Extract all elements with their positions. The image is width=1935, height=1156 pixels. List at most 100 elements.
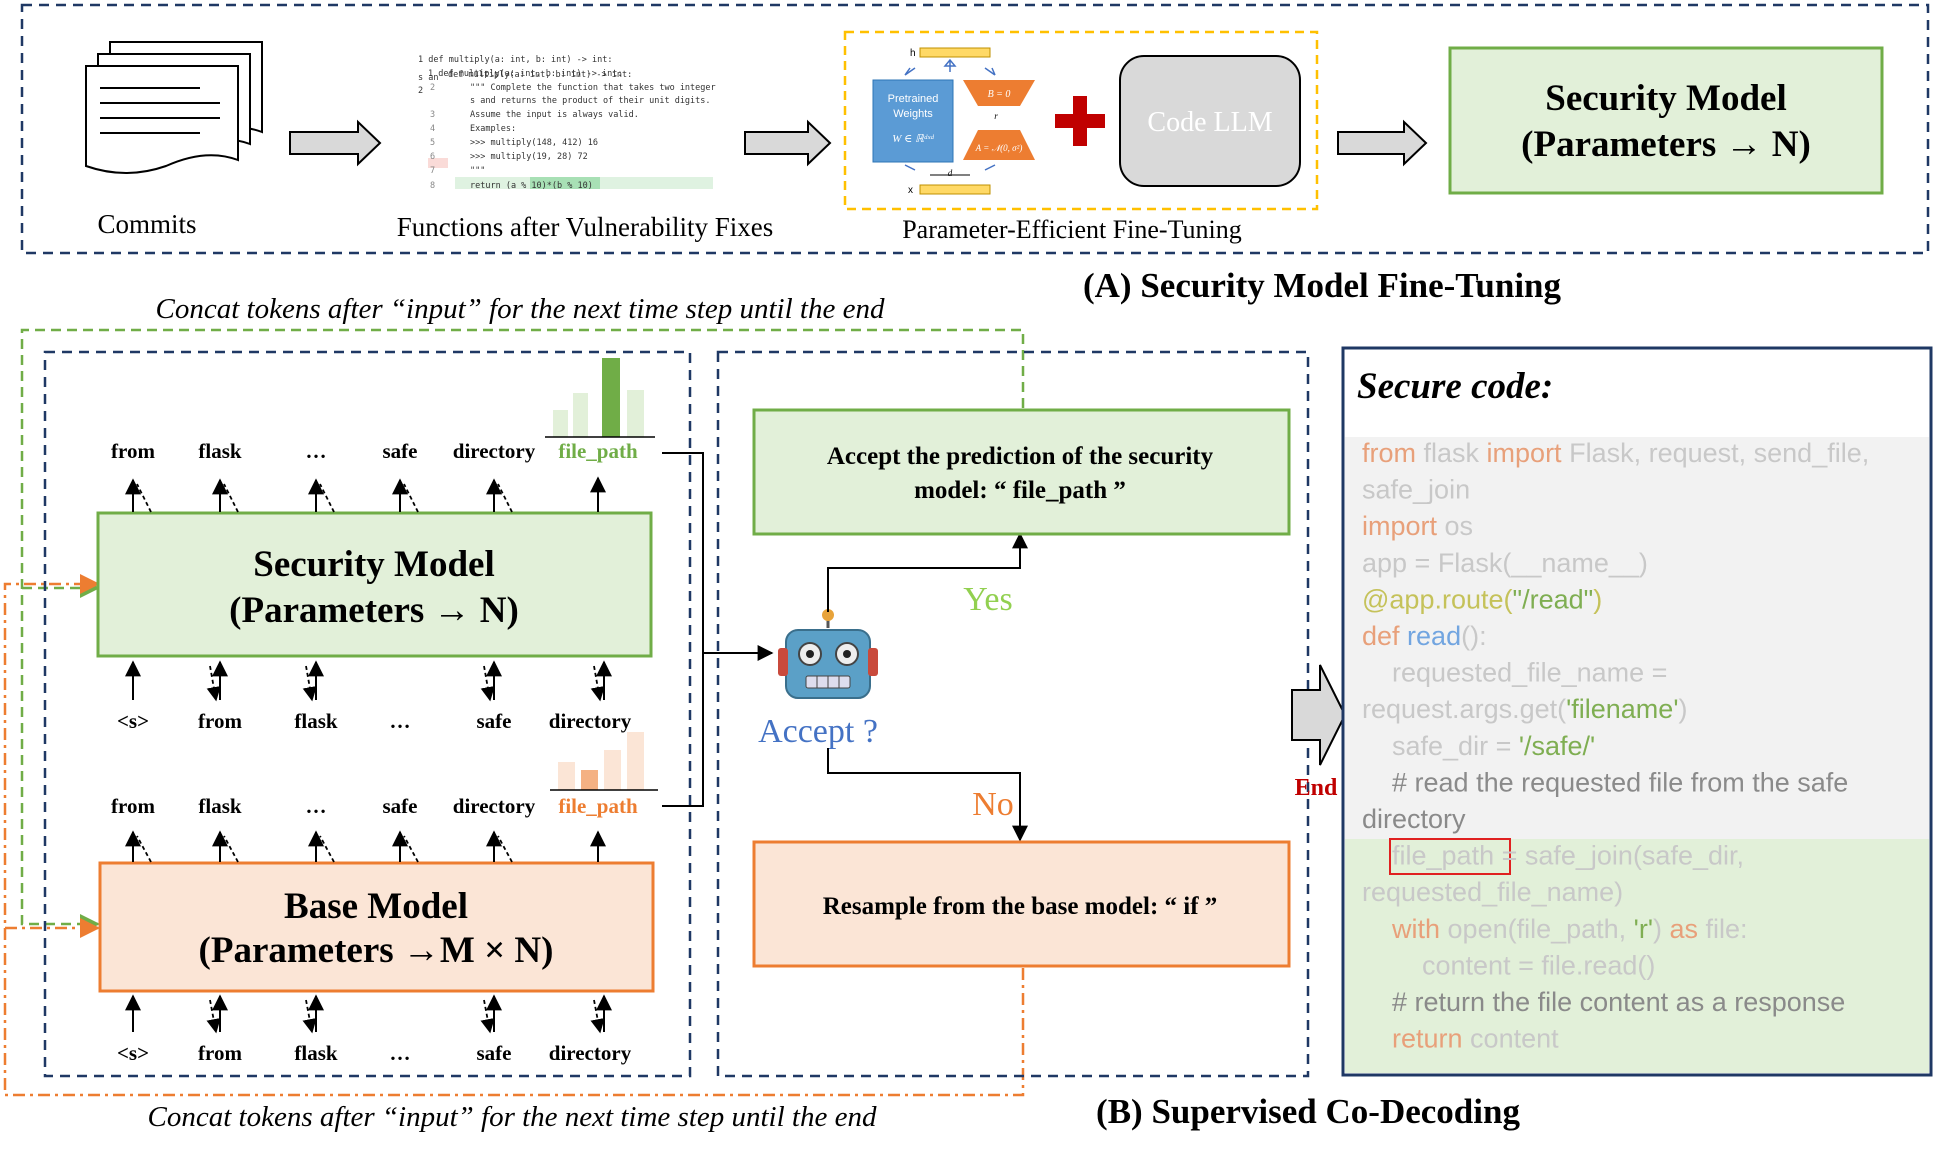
snippet-line-number: 7 bbox=[430, 166, 435, 176]
sec-input-arrow-dashed bbox=[302, 665, 317, 702]
concat-bottom-label: Concat tokens after “input” for the next… bbox=[148, 1101, 877, 1133]
models-frame bbox=[43, 350, 692, 1078]
block-arrow-1 bbox=[289, 119, 382, 167]
secure-code-line: directory bbox=[1362, 804, 1466, 834]
section-a-frame bbox=[20, 3, 1930, 255]
base-output-token: flask bbox=[198, 794, 242, 818]
svg-text:d: d bbox=[948, 168, 953, 178]
base-output-token: file_path bbox=[558, 794, 638, 818]
snippet-line-number: 3 bbox=[430, 110, 435, 120]
security-model-box-b bbox=[96, 511, 653, 658]
no-label: No bbox=[972, 786, 1014, 823]
secure-code-line: safe_join bbox=[1362, 475, 1470, 505]
snippet-line-number: 8 bbox=[430, 181, 435, 191]
secure-code-lines: from flask import Flask, request, send_f… bbox=[1362, 438, 1869, 1054]
base-output-arrow-dashed bbox=[497, 835, 513, 863]
svg-text:1 def multiply(a: int, b: int): 1 def multiply(a: int, b: int) -> int: bbox=[428, 69, 622, 79]
base-model-line2: (Parameters →M × N) bbox=[199, 930, 554, 971]
peft-frame bbox=[843, 30, 1319, 211]
snippet-line: s and returns the product of their unit … bbox=[470, 96, 711, 106]
code-snippet-lines: def multiply(a: int, b: int) -> int:1 """… bbox=[418, 70, 716, 191]
svg-text:h: h bbox=[910, 48, 916, 59]
yes-arrow bbox=[827, 532, 1028, 612]
sec-input-token: … bbox=[390, 709, 411, 733]
security-model-b-line1: Security Model bbox=[253, 544, 494, 585]
vulnerability-fix-code-snippet: 1 def multiply(a: int, b: int) -> int: 2… bbox=[418, 55, 713, 189]
secure-code-line: # read the requested file from the safe bbox=[1362, 767, 1848, 797]
plus-icon bbox=[1055, 96, 1105, 146]
svg-text:2: 2 bbox=[418, 86, 423, 96]
svg-text:1 def multiply(a: int, b: int): 1 def multiply(a: int, b: int) -> int: bbox=[418, 55, 612, 65]
base-output-token: from bbox=[111, 794, 155, 818]
green-feedback-loop bbox=[20, 328, 1025, 934]
end-block-arrow bbox=[1291, 664, 1347, 766]
sec-output-arrow-dashed bbox=[319, 483, 335, 513]
accept-prediction-box bbox=[752, 408, 1291, 536]
snippet-line: def multiply(a: int, b: int) -> int: bbox=[448, 70, 632, 80]
base-output-arrow-dashed bbox=[223, 835, 239, 863]
secure-code-line: request.args.get('filename') bbox=[1362, 694, 1687, 724]
no-arrow bbox=[827, 748, 1028, 842]
snippet-line: >>> multiply(19, 28) 72 bbox=[470, 152, 588, 162]
code-llm-label: Code LLM bbox=[1147, 107, 1272, 138]
secure-code-line: safe_dir = '/safe/' bbox=[1362, 731, 1595, 761]
end-label: End bbox=[1295, 775, 1338, 801]
commits-documents-icon bbox=[85, 41, 263, 174]
functions-label: Functions after Vulnerability Fixes bbox=[397, 212, 774, 242]
snippet-line: """ Complete the function that takes two… bbox=[470, 83, 716, 93]
snippet-line-number: 1 bbox=[458, 70, 463, 80]
svg-text:Pretrained: Pretrained bbox=[888, 93, 939, 105]
security-model-a-line2: (Parameters → N) bbox=[1521, 124, 1811, 165]
orange-feedback-loop bbox=[3, 574, 1025, 1097]
snippet-marker: s an bbox=[418, 73, 438, 83]
sec-output-arrow-dashed bbox=[223, 483, 239, 513]
sec-output-token: … bbox=[306, 439, 327, 463]
accept-box-line2: model: “ file_path ” bbox=[914, 477, 1126, 504]
secure-code-line: @app.route("/read") bbox=[1362, 584, 1602, 614]
base-output-token: safe bbox=[383, 794, 418, 818]
base-input-token: flask bbox=[294, 1041, 338, 1065]
sec-input-token: directory bbox=[549, 709, 632, 733]
snippet-line: >>> multiply(148, 412) 16 bbox=[470, 138, 598, 148]
secure-code-line: requested_file_name = bbox=[1362, 658, 1667, 688]
sec-output-token: safe bbox=[383, 439, 418, 463]
svg-text:W ∈ ℝᵈˣᵈ: W ∈ ℝᵈˣᵈ bbox=[892, 133, 934, 145]
svg-text:r: r bbox=[994, 111, 998, 121]
sec-output-token: flask bbox=[198, 439, 242, 463]
base-input-arrow-dashed bbox=[480, 999, 495, 1034]
snippet-line: Assume the input is always valid. bbox=[470, 110, 639, 120]
sec-output-token: directory bbox=[453, 439, 536, 463]
resample-box bbox=[752, 840, 1291, 968]
snippet-line-number: 4 bbox=[430, 124, 435, 134]
block-arrow-2 bbox=[744, 119, 832, 167]
changed-token-highlight bbox=[530, 177, 600, 189]
concat-top-label: Concat tokens after “input” for the next… bbox=[156, 293, 885, 325]
security-distribution-bars bbox=[545, 358, 655, 438]
svg-text:x: x bbox=[908, 185, 913, 196]
svg-text:B = 0: B = 0 bbox=[988, 89, 1011, 100]
sec-input-arrow-dashed bbox=[206, 665, 221, 702]
lora-a-trapezoid bbox=[963, 130, 1035, 160]
sec-output-arrow-dashed bbox=[136, 483, 152, 513]
sec-input-arrow-dashed bbox=[590, 665, 605, 702]
sec-input-token: from bbox=[198, 709, 242, 733]
robot-icon bbox=[778, 609, 878, 699]
secure-code-line: app = Flask(__name__) bbox=[1362, 548, 1648, 578]
yes-label: Yes bbox=[963, 581, 1012, 618]
base-input-arrow-dashed bbox=[206, 999, 221, 1034]
section-a-title: (A) Security Model Fine-Tuning bbox=[1083, 266, 1562, 305]
security-model-a-line1: Security Model bbox=[1545, 78, 1786, 119]
base-distribution-bars bbox=[550, 732, 658, 791]
sec-output-arrow-dashed bbox=[403, 483, 419, 513]
sec-output-token: from bbox=[111, 439, 155, 463]
base-output-token: directory bbox=[453, 794, 536, 818]
base-model-box bbox=[98, 861, 655, 993]
secure-code-line: content = file.read() bbox=[1362, 950, 1655, 980]
security-model-b-line2: (Parameters → N) bbox=[229, 590, 519, 631]
snippet-line-number: 2 bbox=[430, 83, 435, 93]
base-input-arrow-dashed bbox=[590, 999, 605, 1034]
base-model-line1: Base Model bbox=[284, 886, 468, 927]
base-input-token: … bbox=[390, 1041, 411, 1065]
snippet-line: return (a % 10)*(b % 10) bbox=[470, 181, 593, 191]
accept-question-label: Accept ? bbox=[758, 713, 878, 750]
